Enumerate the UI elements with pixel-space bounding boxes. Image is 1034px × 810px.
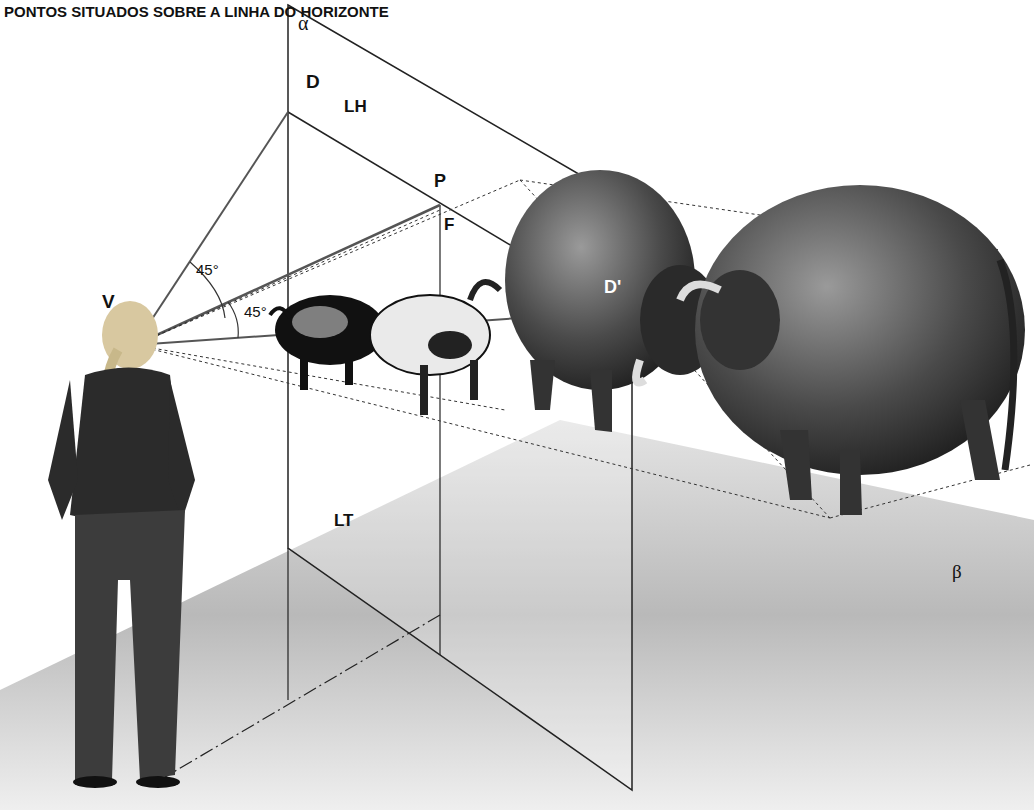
line-label: LH	[344, 98, 367, 117]
point-label: F	[444, 216, 454, 235]
observer-figure	[48, 301, 195, 788]
diagram-title: PONTOS SITUADOS SOBRE A LINHA DO HORIZON…	[4, 4, 389, 21]
angle-label: 45°	[244, 304, 267, 321]
point-label: D'	[604, 278, 621, 298]
plane-label: α	[298, 12, 308, 34]
point-label: D	[306, 72, 320, 93]
angle-label: 45°	[196, 262, 219, 279]
bulls	[470, 170, 1025, 515]
point-label: V	[102, 292, 115, 313]
point-label: P	[434, 172, 446, 192]
line-label: LT	[334, 512, 354, 531]
projected-bulls	[270, 295, 490, 415]
plane-label: β	[952, 562, 962, 583]
picture-plane	[288, 5, 632, 790]
